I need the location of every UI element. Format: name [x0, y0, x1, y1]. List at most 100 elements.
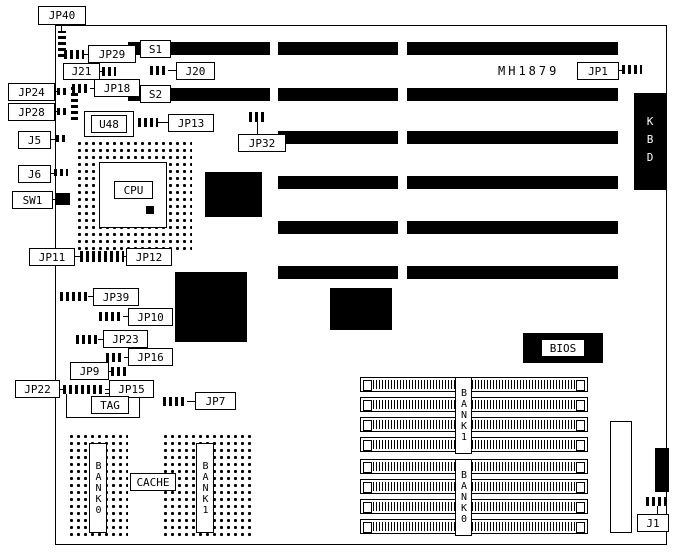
leader-line — [168, 70, 176, 71]
isa-slot-segment — [407, 176, 618, 189]
simm-socket — [360, 499, 588, 514]
simm-socket — [360, 437, 588, 452]
label-jp23: JP23 — [103, 330, 148, 348]
dip-switch-sw1 — [56, 193, 70, 205]
part-number-text: MH1879 — [498, 64, 560, 78]
keyboard-connector: KBD — [634, 93, 666, 190]
leader-line — [100, 71, 102, 72]
jumper-pins-jp18 — [72, 84, 90, 93]
isa-slot-segment — [278, 221, 398, 234]
jumper-pins-jp22-jp15 — [63, 385, 105, 394]
leader-line — [84, 54, 88, 55]
leader-line — [51, 139, 56, 140]
isa-slot-segment — [278, 131, 398, 144]
label-simm-bank0: BANK0 — [455, 459, 472, 536]
label-simm-bank1: BANK1 — [455, 377, 472, 454]
label-j21: J21 — [63, 63, 100, 80]
leader-line — [90, 88, 94, 89]
isa-slot-segment — [407, 131, 618, 144]
label-jp1: JP1 — [577, 62, 619, 80]
leader-line — [53, 199, 56, 200]
label-jp40: JP40 — [38, 6, 86, 25]
label-jp12: JP12 — [126, 248, 172, 266]
isa-slot-segment — [278, 42, 398, 55]
leader-line — [124, 357, 128, 358]
leader-line — [109, 371, 111, 372]
isa-slot-segment — [278, 266, 398, 279]
jumper-pins-jp40 — [58, 31, 66, 57]
simm-socket — [360, 417, 588, 432]
leader-line — [105, 389, 109, 390]
label-j6: J6 — [18, 165, 51, 183]
isa-slot-segment — [278, 176, 398, 189]
label-jp24: JP24 — [8, 83, 55, 101]
label-cache: CACHE — [130, 473, 176, 491]
label-jp22: JP22 — [15, 380, 60, 398]
jumper-pins-jp32 — [249, 112, 267, 122]
label-bios: BIOS — [541, 339, 585, 357]
label-jp18: JP18 — [94, 79, 140, 97]
leader-line — [60, 389, 63, 390]
leader-line — [619, 70, 622, 71]
leader-line — [55, 111, 57, 112]
leader-line — [257, 122, 258, 134]
leader-line — [88, 296, 93, 297]
label-jp10: JP10 — [128, 308, 173, 326]
label-jp16: JP16 — [128, 348, 173, 366]
isa-slot-segment — [407, 42, 618, 55]
leader-line — [123, 316, 128, 317]
jumper-pins-jp29 — [64, 50, 84, 59]
jumper-pins-j1 — [646, 497, 668, 506]
leader-line — [75, 256, 80, 257]
simm-socket — [360, 519, 588, 534]
leader-line — [61, 25, 62, 31]
label-jp39: JP39 — [93, 288, 139, 306]
simm-socket — [360, 377, 588, 392]
isa-slot-segment — [407, 88, 618, 101]
label-s1: S1 — [140, 40, 171, 58]
label-jp9: JP9 — [70, 362, 109, 380]
jumper-pins-jp39 — [60, 292, 88, 301]
pin-header — [610, 421, 632, 533]
jumper-pins-jp7 — [163, 397, 187, 406]
jumper-pins-j6 — [54, 169, 68, 176]
chip — [330, 288, 392, 330]
label-cache-bank0: BANK0 — [89, 443, 107, 533]
chip — [205, 172, 262, 217]
leader-line — [657, 506, 658, 515]
label-jp28: JP28 — [8, 103, 55, 121]
isa-slot-segment — [407, 266, 618, 279]
isa-slot-segment — [407, 221, 618, 234]
jumper-pins-jp16 — [106, 353, 124, 362]
leader-line — [98, 339, 103, 340]
leader-line — [55, 91, 57, 92]
label-jp13: JP13 — [168, 114, 214, 132]
leader-line — [158, 122, 168, 123]
label-cache-bank1: BANK1 — [196, 443, 214, 533]
simm-socket — [360, 397, 588, 412]
label-j1: J1 — [637, 514, 669, 532]
edge-connector — [655, 448, 669, 492]
label-jp15: JP15 — [109, 380, 154, 398]
jumper-pins-j5 — [56, 135, 68, 142]
isa-slot-segment — [278, 88, 398, 101]
label-j20: J20 — [176, 62, 215, 80]
simm-socket — [360, 479, 588, 494]
jumper-pins-jp13 — [138, 118, 158, 127]
jumper-pins-jp1 — [622, 65, 642, 74]
chipset-chip — [175, 272, 247, 342]
jumper-pins-j20 — [150, 66, 168, 75]
simm-socket — [360, 459, 588, 474]
pin1-marker — [146, 206, 154, 214]
label-s2: S2 — [140, 85, 171, 103]
jumper-pins-jp11-jp12 — [80, 251, 124, 262]
jumper-pins-jp9 — [111, 367, 127, 376]
kbd-label: KBD — [643, 114, 657, 169]
jumper-pins-edge — [71, 86, 78, 120]
jumper-pins-jp28 — [57, 108, 69, 115]
jumper-pins-jp10 — [99, 312, 123, 321]
leader-line — [124, 256, 126, 257]
label-jp11: JP11 — [29, 248, 75, 266]
label-tag: TAG — [91, 396, 129, 414]
